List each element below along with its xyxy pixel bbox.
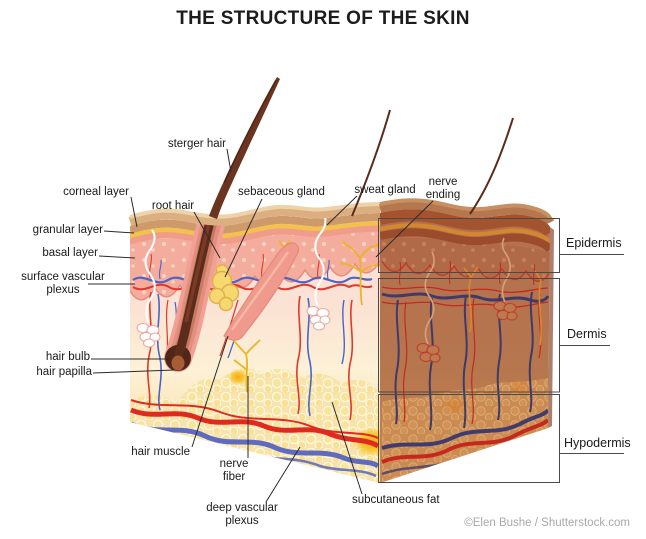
dermis-bracket xyxy=(378,278,560,393)
sterger-hair-shaft xyxy=(209,77,280,219)
label-nerve-fiber: nerve fiber xyxy=(219,458,249,483)
label-hair-bulb: hair bulb xyxy=(45,351,90,363)
label-hypodermis: Hypodermis xyxy=(564,436,631,450)
leader-root-hair xyxy=(193,211,221,259)
leader-hair-muscle xyxy=(191,335,229,448)
layer-brackets xyxy=(378,218,624,483)
leader-corneal-layer xyxy=(130,196,138,228)
dark-skin-section xyxy=(379,198,555,483)
label-epidermis: Epidermis xyxy=(566,236,622,250)
block-right-edge xyxy=(548,227,554,428)
label-sterger-hair: sterger hair xyxy=(167,138,226,150)
label-sebaceous-gland: sebaceous gland xyxy=(238,186,325,198)
hair-follicle xyxy=(164,213,227,372)
label-subcutaneous-fat: subcutaneous fat xyxy=(352,494,440,506)
epidermis-bracket xyxy=(378,218,560,273)
leader-hair-papilla xyxy=(92,369,175,374)
sebaceous-gland-shape xyxy=(208,264,240,312)
leader-subcutaneous-fat xyxy=(331,401,363,495)
dark-sweat-gland-2 xyxy=(493,237,518,321)
dark-sweat-gland-1 xyxy=(416,251,441,363)
leader-basal-layer xyxy=(98,255,136,259)
leader-lines xyxy=(88,148,434,503)
label-basal-layer: basal layer xyxy=(42,247,98,259)
leader-deep-vascular-plexus xyxy=(265,446,301,503)
hair-muscle-shape xyxy=(223,242,299,341)
thin-hair-1 xyxy=(351,109,391,217)
leader-sterger-hair xyxy=(226,148,232,173)
hypodermis-bracket xyxy=(378,394,560,483)
label-corneal-layer: corneal layer xyxy=(63,186,129,198)
label-granular-layer: granular layer xyxy=(32,224,103,236)
label-nerve-ending: nerve ending xyxy=(425,176,461,201)
hair-papilla-shape xyxy=(171,355,185,371)
label-hair-papilla: hair papilla xyxy=(36,366,92,378)
credit-text: ©Elen Bushe / Shutterstock.com xyxy=(464,517,630,529)
sweat-gland-shape xyxy=(306,216,331,331)
page-title: THE STRUCTURE OF THE SKIN xyxy=(176,8,470,29)
leader-sebaceous-gland xyxy=(224,198,263,278)
thin-hair-2 xyxy=(469,117,514,215)
label-hair-muscle: hair muscle xyxy=(131,446,190,458)
sweat-gland-left xyxy=(136,229,161,348)
nerve-fiber-shape xyxy=(232,339,261,393)
label-dermis: Dermis xyxy=(567,327,607,341)
label-root-hair: root hair xyxy=(151,200,195,212)
hairs xyxy=(209,77,514,219)
light-skin-section xyxy=(128,202,381,483)
leader-sweat-gland xyxy=(326,195,358,226)
label-surface-vascular-plexus: surface vascular plexus xyxy=(21,271,105,296)
label-sweat-gland: sweat gland xyxy=(354,184,416,196)
label-deep-vascular-plexus: deep vascular plexus xyxy=(206,502,278,527)
leader-nerve-ending xyxy=(375,200,434,258)
leader-granular-layer xyxy=(103,230,135,234)
